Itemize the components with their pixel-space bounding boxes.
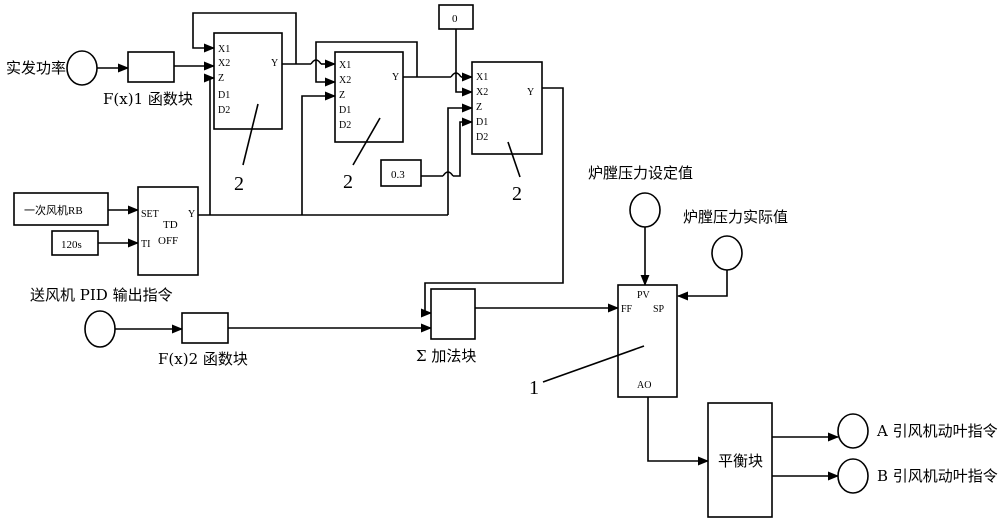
input-fan-pid-node xyxy=(84,310,116,348)
wire-zero-to-sel3 xyxy=(455,29,474,97)
sel2-port-y: Y xyxy=(392,72,399,83)
sel1-port-x2: X2 xyxy=(218,58,230,69)
sel3-port-z: Z xyxy=(476,102,482,113)
sel2-port-x2: X2 xyxy=(339,75,351,86)
callout-selector-3: 2 xyxy=(512,183,522,205)
fx1-label: F(x)1 函数块 xyxy=(103,90,193,108)
const-03-block xyxy=(380,159,422,187)
label-fan-pid-output: 送风机 PID 输出指令 xyxy=(30,286,173,304)
label-actual-power: 实发功率 xyxy=(6,59,66,77)
leader-pid xyxy=(542,345,645,383)
wire-td-to-sel3-z xyxy=(447,103,474,215)
sel1-port-x1: X1 xyxy=(218,44,230,55)
pid-port-ao: AO xyxy=(637,380,651,391)
sel3-port-d1: D1 xyxy=(476,117,488,128)
label-fan-b: B 引风机动叶指令 xyxy=(877,467,998,485)
label-furnace-setpoint: 炉膛压力设定值 xyxy=(588,164,693,182)
sum-label: Σ 加法块 xyxy=(416,347,476,365)
leader-selector-3 xyxy=(507,141,521,178)
callout-pid: 1 xyxy=(529,377,539,399)
label-furnace-actual: 炉膛压力实际值 xyxy=(683,208,788,226)
sel1-port-z: Z xyxy=(218,73,224,84)
pid-block xyxy=(617,284,678,398)
sel2-port-x1: X1 xyxy=(339,60,351,71)
callout-selector-2: 2 xyxy=(343,171,353,193)
wire-actual-to-pid xyxy=(676,270,728,301)
selector-3-block xyxy=(471,61,543,155)
input-actual-power-node xyxy=(66,50,98,86)
td-off-block xyxy=(137,186,199,276)
sum-block xyxy=(430,288,476,340)
fx2-label: F(x)2 函数块 xyxy=(158,350,248,368)
sel1-port-d1: D1 xyxy=(218,90,230,101)
wire-sel3-to-sum xyxy=(420,87,564,318)
callout-selector-1: 2 xyxy=(234,173,244,195)
sel2-port-z: Z xyxy=(339,90,345,101)
pid-port-pv: PV xyxy=(637,290,651,301)
td-port-ti: TI xyxy=(141,239,150,250)
sel3-port-x2: X2 xyxy=(476,87,488,98)
wire-td-to-sel2-z xyxy=(301,91,337,215)
td-off-title-1: TD xyxy=(163,219,178,231)
sel3-port-x1: X1 xyxy=(476,72,488,83)
wire-03-to-sel3 xyxy=(453,117,474,177)
pid-port-ff: FF xyxy=(621,304,633,315)
td-port-y: Y xyxy=(188,209,195,220)
timer-const-block xyxy=(51,230,99,256)
wire-pid-to-balance xyxy=(647,397,710,466)
const-zero-label: 0 xyxy=(452,13,458,25)
leader-selector-2 xyxy=(352,117,381,166)
td-off-title-2: OFF xyxy=(158,235,178,247)
sel3-port-y: Y xyxy=(527,87,534,98)
pid-port-sp: SP xyxy=(653,304,665,315)
wire-sel1-feedback xyxy=(192,12,297,64)
sel2-port-d1: D1 xyxy=(339,105,351,116)
input-furnace-actual-node xyxy=(711,235,743,271)
td-port-set: SET xyxy=(141,209,159,220)
wire-td-to-sel1-z xyxy=(203,73,216,215)
label-fan-a: A 引风机动叶指令 xyxy=(876,422,998,440)
output-fan-b-node xyxy=(837,458,869,494)
sel3-port-d2: D2 xyxy=(476,132,488,143)
output-fan-a-node xyxy=(837,413,869,449)
const-zero-block xyxy=(438,4,474,30)
balance-block xyxy=(707,402,773,518)
selector-2-block xyxy=(334,51,404,143)
primary-fan-rb-block xyxy=(13,192,109,226)
primary-fan-rb-label: 一次风机RB xyxy=(24,203,83,217)
sel1-port-y: Y xyxy=(271,58,278,69)
leader-selector-1 xyxy=(242,103,259,166)
const-03-label: 0.3 xyxy=(391,169,405,181)
timer-const-label: 120s xyxy=(61,239,82,251)
sel2-port-d2: D2 xyxy=(339,120,351,131)
wire-sel2-feedback xyxy=(315,41,418,87)
input-furnace-setpoint-node xyxy=(629,192,661,228)
sel1-port-d2: D2 xyxy=(218,105,230,116)
fx1-block xyxy=(127,51,175,83)
balance-label: 平衡块 xyxy=(718,452,763,470)
fx2-block xyxy=(181,312,229,344)
wire-cross-hop-3 xyxy=(442,171,454,177)
